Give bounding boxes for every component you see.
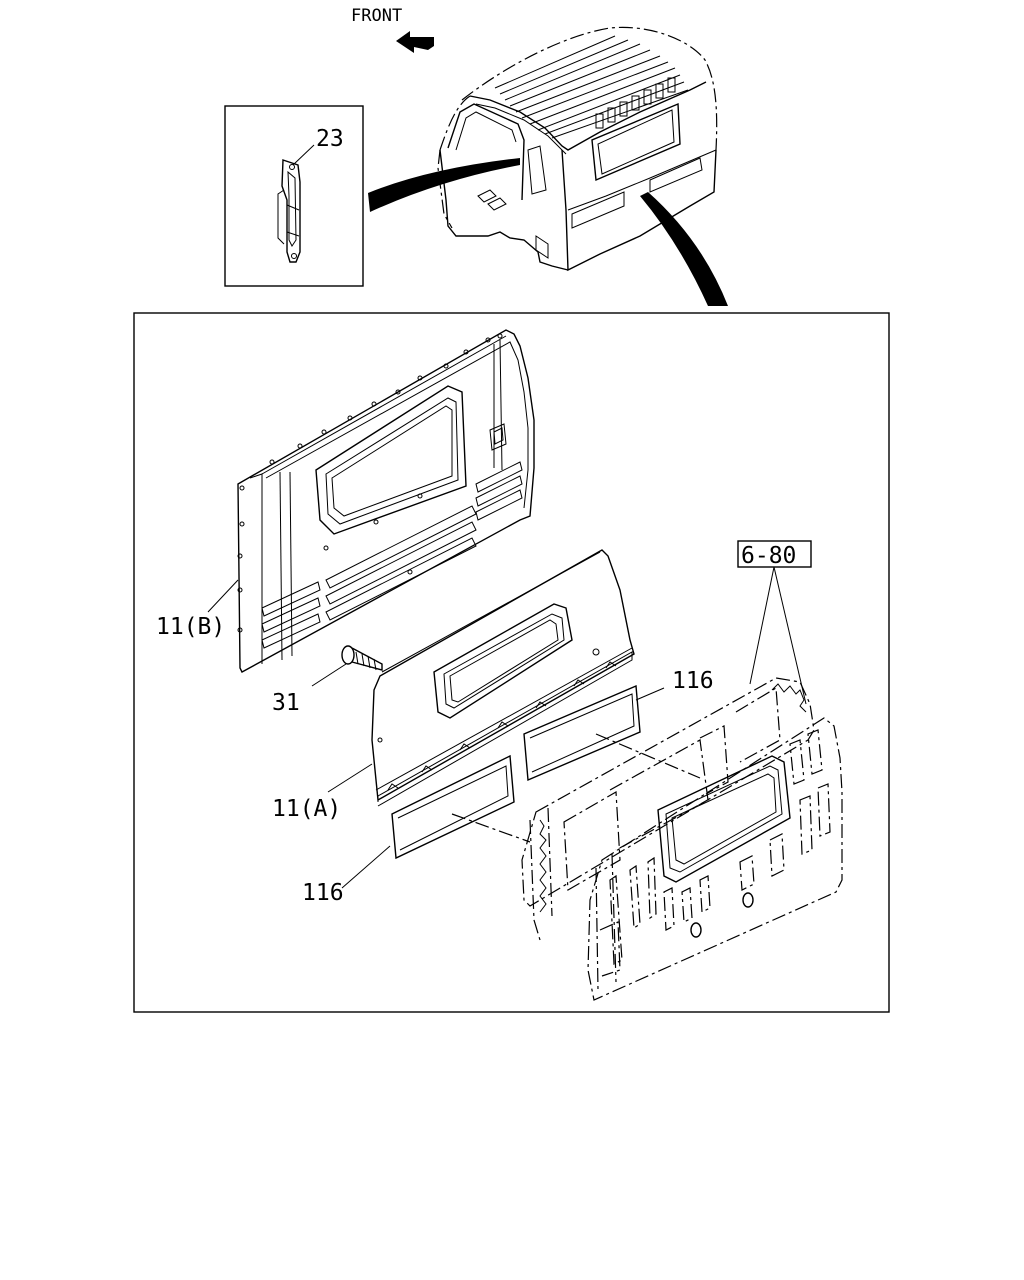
detail-frame xyxy=(133,312,890,1013)
vent-slots xyxy=(595,77,676,129)
clip-inset: 23 xyxy=(224,105,520,287)
seal-116-upper: 116 xyxy=(523,668,714,782)
cab-pointer xyxy=(640,192,728,306)
panel-11b: 11(B) xyxy=(156,329,535,673)
clip-part xyxy=(277,159,301,263)
inset-frame xyxy=(224,105,364,287)
inset-pointer xyxy=(368,158,520,212)
callout-6-80: 6-80 xyxy=(741,543,796,569)
callout-116-upper: 116 xyxy=(672,668,714,694)
front-label: FRONT xyxy=(351,6,402,26)
callout-11b: 11(B) xyxy=(156,614,225,640)
cab-overview xyxy=(437,26,728,306)
callout-23: 23 xyxy=(316,126,344,152)
leader-23 xyxy=(292,144,315,166)
callout-116-lower: 116 xyxy=(302,880,344,906)
panel-11b-holes xyxy=(237,333,503,633)
panel-11b-slots xyxy=(261,461,523,649)
panel-11a-tabs xyxy=(387,661,617,791)
callout-31: 31 xyxy=(272,690,300,716)
roof-ribs xyxy=(494,35,689,139)
front-indicator: FRONT xyxy=(351,6,434,53)
front-arrow-icon xyxy=(396,31,434,53)
rear-panel-assembly: 6-80 xyxy=(521,540,843,1001)
screw-31: 31 xyxy=(272,645,383,716)
panel-11a: 11(A) xyxy=(272,549,635,822)
pressings xyxy=(609,729,831,965)
callout-11a: 11(A) xyxy=(272,796,341,822)
seal-116-lower: 116 xyxy=(302,754,531,906)
